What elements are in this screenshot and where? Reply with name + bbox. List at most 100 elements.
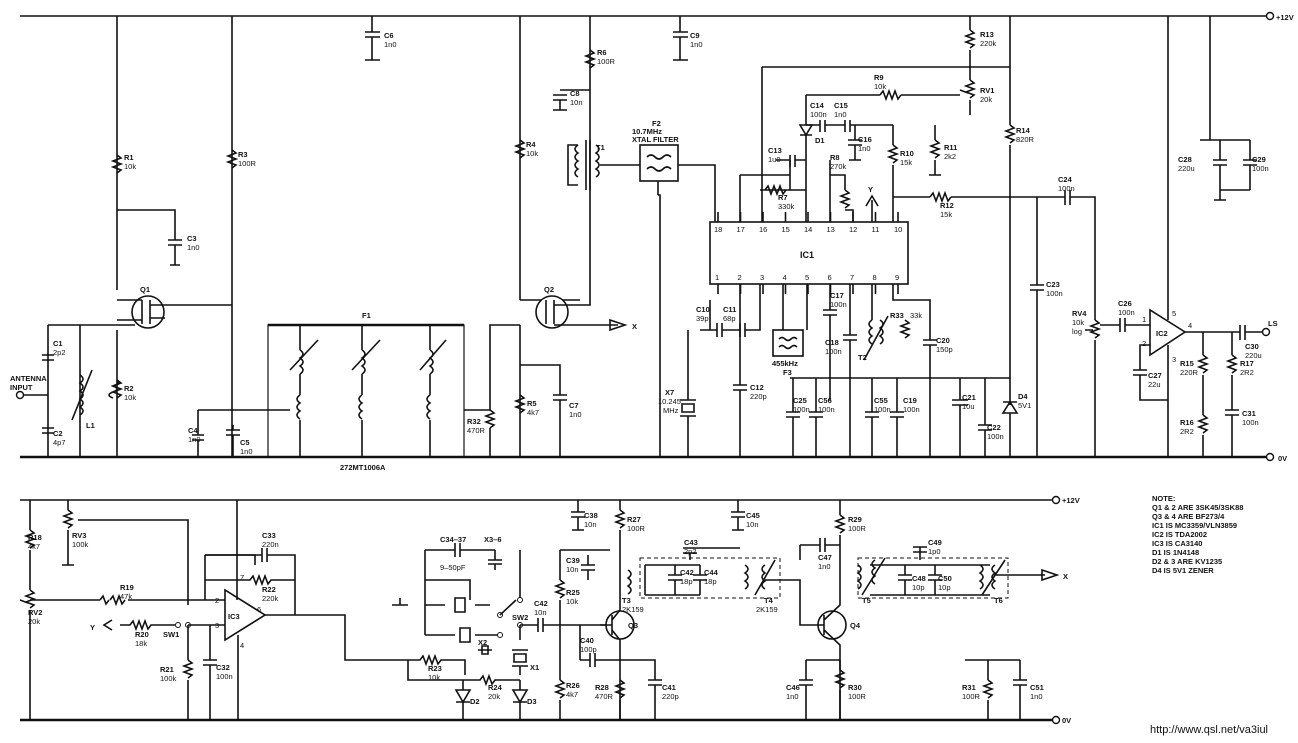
ic3-label: IC3 [228,612,240,621]
svg-text:C43: C43 [684,538,698,547]
svg-text:C45: C45 [746,511,760,520]
note-line: IC1 IS MC3359/VLN3859 [1152,521,1238,530]
label-12v-top: +12V [1276,13,1294,22]
svg-text:RV1: RV1 [980,86,994,95]
svg-text:R13: R13 [980,30,994,39]
d1-diode [798,95,814,222]
ls-output: LS [1268,319,1278,328]
svg-text:R23: R23 [428,664,442,673]
svg-text:R6: R6 [597,48,607,57]
f3-label: F3 [783,368,792,377]
svg-text:10k: 10k [526,149,538,158]
r28-resistor [613,679,627,720]
f3-freq: 455kHz [772,359,798,368]
svg-text:R4: R4 [526,140,536,149]
svg-text:1n0: 1n0 [858,144,871,153]
svg-text:C27: C27 [1148,371,1162,380]
svg-text:R28: R28 [595,683,609,692]
svg-text:2R2: 2R2 [1240,368,1254,377]
svg-text:18k: 18k [135,639,147,648]
svg-text:L1: L1 [86,421,95,430]
svg-text:C7: C7 [569,401,579,410]
r31-c51 [965,659,1027,720]
svg-text:RV2: RV2 [28,608,42,617]
svg-text:820R: 820R [1016,135,1035,144]
svg-text:4k7: 4k7 [566,690,578,699]
svg-text:10n: 10n [746,520,759,529]
svg-text:100n: 100n [1252,164,1269,173]
svg-text:9–50pF: 9–50pF [440,563,466,572]
svg-text:C19: C19 [903,396,917,405]
r5-resistor [513,394,527,414]
ic1-pin-top-15: 15 [782,225,790,234]
svg-text:C18: C18 [825,338,839,347]
svg-text:C31: C31 [1242,409,1256,418]
rv4-pot [1085,319,1102,457]
svg-text:R5: R5 [527,399,537,408]
svg-text:100n: 100n [1242,418,1259,427]
svg-text:R10: R10 [900,149,914,158]
r25-r26 [553,549,610,720]
c22-capacitor [978,378,992,457]
svg-text:C10: C10 [696,305,710,314]
crystal-bank [392,543,521,643]
svg-text:SW1: SW1 [163,630,179,639]
f1-outline [267,324,465,458]
r11-resistor [928,125,942,176]
svg-text:2k2: 2k2 [944,152,956,161]
ic2-wiring [1133,16,1169,457]
svg-text:3: 3 [1172,355,1176,364]
svg-text:R14: R14 [1016,126,1031,135]
antenna-label-1: ANTENNA [10,374,47,383]
rv3-pot [61,500,189,605]
r13-rv1 [959,16,977,115]
note-line: NOTE: [1152,494,1176,503]
svg-text:R8: R8 [830,153,840,162]
f1-part: 272MT1006A [340,463,386,472]
svg-text:C56: C56 [818,396,832,405]
svg-text:C2: C2 [53,429,63,438]
svg-text:C41: C41 [662,683,676,692]
svg-text:C12: C12 [750,383,764,392]
l1-coil [78,374,84,416]
svg-text:T6: T6 [994,596,1003,605]
svg-text:C9: C9 [690,31,700,40]
svg-text:X2: X2 [478,638,487,647]
svg-text:C32: C32 [216,663,230,672]
c21-capacitor [952,378,968,457]
r6-c8 [553,49,597,111]
ic1-upper-wiring [739,66,1010,222]
c26-capacitor [1100,318,1150,332]
svg-text:10k: 10k [124,393,136,402]
svg-text:R16: R16 [1180,418,1194,427]
svg-text:R25: R25 [566,588,580,597]
svg-text:R11: R11 [944,143,957,152]
f2-desc: XTAL FILTER [632,135,679,144]
q1-label: Q1 [140,285,150,294]
svg-text:220u: 220u [1245,351,1262,360]
ic2-amp [1149,308,1187,357]
svg-text:R20: R20 [135,630,149,639]
svg-text:C34–37: C34–37 [440,535,466,544]
svg-text:log: log [1072,327,1082,336]
note-line: IC2 IS TDA2002 [1152,530,1208,539]
svg-text:RV3: RV3 [72,531,86,540]
component-notes: NOTE: Q1 & 2 ARE 3SK45/3SK88 Q3 & 4 ARE … [1152,494,1243,575]
svg-text:1n0: 1n0 [834,110,847,119]
svg-text:1n0: 1n0 [786,692,799,701]
svg-text:100R: 100R [848,692,867,701]
svg-text:C29: C29 [1252,155,1266,164]
svg-text:C26: C26 [1118,299,1132,308]
q1-supply-wiring [108,16,176,457]
svg-text:C40: C40 [580,636,594,645]
svg-text:MHz: MHz [663,406,679,415]
svg-text:100R: 100R [627,524,646,533]
svg-text:100n: 100n [810,110,827,119]
c42-capacitor [520,618,620,632]
svg-text:R2: R2 [124,384,134,393]
svg-text:T5: T5 [862,596,871,605]
svg-text:C46: C46 [786,683,800,692]
svg-text:C17: C17 [830,291,844,300]
svg-text:4: 4 [1188,321,1192,330]
